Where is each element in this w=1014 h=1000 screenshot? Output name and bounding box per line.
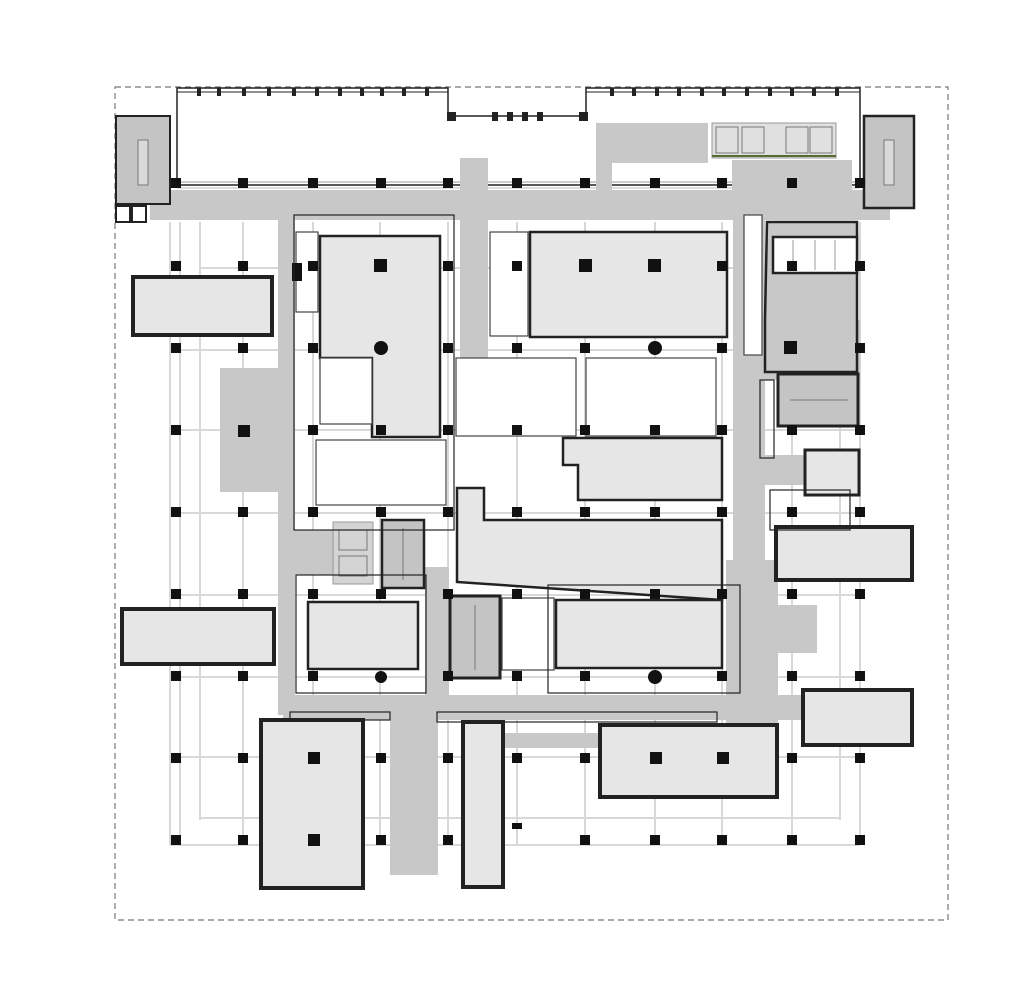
room-west-upper [131,275,274,337]
columns [171,178,865,846]
elevator-icon [711,122,837,159]
room-center-large [455,486,724,602]
ne-service-block [763,220,859,374]
room-east-small [803,448,861,497]
entrance-boxes [115,205,147,223]
stair-icon [448,594,502,680]
elevator-icon [332,521,374,585]
room-south-east [598,723,779,799]
room-south-west [259,718,365,890]
room-lower-center [554,598,724,670]
room-east-lower [801,688,914,747]
room-upper-right [528,230,729,339]
stairs [115,114,916,680]
column-marker [374,341,662,684]
stair-icon [862,114,916,210]
room-west-lower [120,607,276,666]
site-boundary [114,86,949,921]
stair-icon [115,115,171,205]
room-south-slim [461,720,505,889]
rooms [120,230,914,890]
room-east-upper [774,525,914,582]
room-lower-left-inner [306,600,420,671]
corridors [150,123,890,875]
room-center-right [561,436,724,502]
facade-mullions [197,88,839,121]
stair-icon [776,372,860,428]
light-rooms [295,214,763,671]
stair-icon [380,518,426,590]
partition-lines [289,214,851,723]
